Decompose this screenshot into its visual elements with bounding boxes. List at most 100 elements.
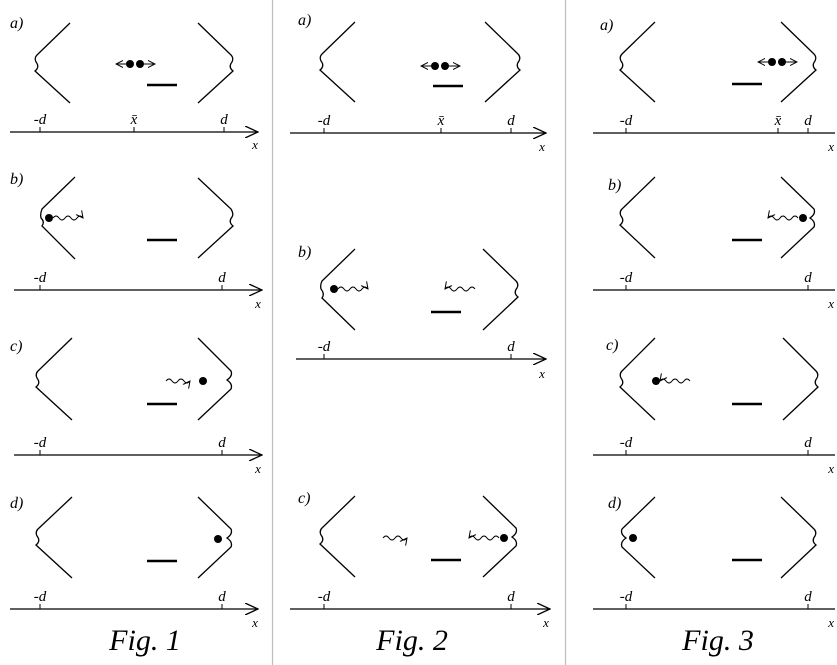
photon-wave [768,216,799,221]
photon-wave [337,287,368,292]
tick-label-xbar: x̄ [774,113,782,129]
tick-label-d: d [218,270,226,286]
fig1-panel-c: c) -d d x [10,337,262,476]
tick-label-minus-d: -d [318,339,331,355]
left-mirror [40,176,76,260]
particle [629,534,637,542]
axis-label: x [542,615,549,630]
tick-label-minus-d: -d [318,589,331,605]
figure-caption: Fig. 1 [108,624,181,657]
tick-label-d: d [804,270,812,286]
tick-label-minus-d: -d [34,435,47,451]
tick-label-d: d [218,589,226,605]
tick-label-minus-d: -d [620,435,633,451]
right-mirror [780,496,817,579]
tick-label-minus-d: -d [620,113,633,129]
tick-label-d: d [220,112,228,128]
tick-label-d: d [507,589,515,605]
left-mirror [319,495,356,578]
tick-label-xbar: x̄ [437,113,445,129]
axis-label: x [538,139,545,154]
fig2-panel-b: b) -d d x [296,244,546,381]
particle [652,377,660,385]
particle [799,214,807,222]
left-mirror [34,22,71,104]
axis-label: x [827,461,834,476]
particle [214,535,222,543]
left-mirror [35,496,73,579]
right-mirror [197,337,233,421]
tick-label-d: d [507,339,515,355]
left-mirror [35,337,73,421]
right-mirror [482,495,518,578]
particle [778,58,786,66]
tick-label-d: d [507,113,515,129]
axis-label: x [254,461,261,476]
tick-label-d: d [218,435,226,451]
fig2-panel-a: a) -d x̄ d x [290,12,546,154]
photon-wave [660,379,691,384]
left-mirror [619,337,656,421]
photon-wave [445,287,476,292]
particle [500,534,508,542]
right-mirror [484,21,521,103]
tick-label-minus-d: -d [620,589,633,605]
fig3-panel-c: c) -d d x [593,337,835,476]
axis-label: x [254,296,261,311]
particle [136,60,144,68]
fig3-panel-a: a) -d x̄ d x [593,17,835,154]
axis-label: x [251,615,258,630]
photon-wave [52,216,83,221]
tick-label-d: d [804,589,812,605]
tick-label-d: d [804,113,812,129]
particle [330,285,338,293]
tick-label-minus-d: -d [34,589,47,605]
fig3-panel-d: d) -d d x [593,495,835,630]
left-mirror [619,21,656,103]
photon-wave [165,378,190,383]
panel-label: b) [608,177,621,194]
particle [768,58,776,66]
axis-label: x [827,296,834,311]
particle [199,377,207,385]
figure-caption: Fig. 3 [681,624,754,657]
right-mirror [782,337,819,421]
tick-label-d: d [804,435,812,451]
fig1-panel-d: d) -d d x [10,495,258,630]
fig3-panel-b: b) -d d x [593,176,835,311]
panel-label: c) [298,490,310,507]
panel-label: d) [608,495,621,512]
left-mirror [619,176,656,259]
left-mirror [319,21,356,103]
photon-wave [469,536,500,541]
tick-label-xbar: x̄ [130,112,138,128]
axis-label: x [827,139,834,154]
right-mirror [197,22,234,104]
right-mirror [197,496,233,579]
tick-label-minus-d: -d [34,112,47,128]
axis-label: x [538,366,545,381]
right-mirror [780,21,817,103]
right-mirror [780,176,816,259]
left-mirror [320,248,356,331]
tick-label-minus-d: -d [34,270,47,286]
particle [441,62,449,70]
panel-label: a) [298,12,311,29]
fig1-panel-a: a) -d x̄ d x [10,15,258,152]
panel-label: a) [10,15,23,32]
right-mirror [197,177,234,259]
figure-caption: Fig. 2 [375,624,448,657]
particle [431,62,439,70]
axis-label: x [827,615,834,630]
tick-label-minus-d: -d [620,270,633,286]
fig1-panel-b: b) -d d x [10,171,262,311]
panel-label: a) [600,17,613,34]
tick-label-minus-d: -d [318,113,331,129]
right-mirror [482,248,519,331]
particle [45,214,53,222]
panel-label: c) [10,338,22,355]
left-mirror [620,496,656,579]
photon-wave [382,535,407,540]
panel-label: b) [10,171,23,188]
